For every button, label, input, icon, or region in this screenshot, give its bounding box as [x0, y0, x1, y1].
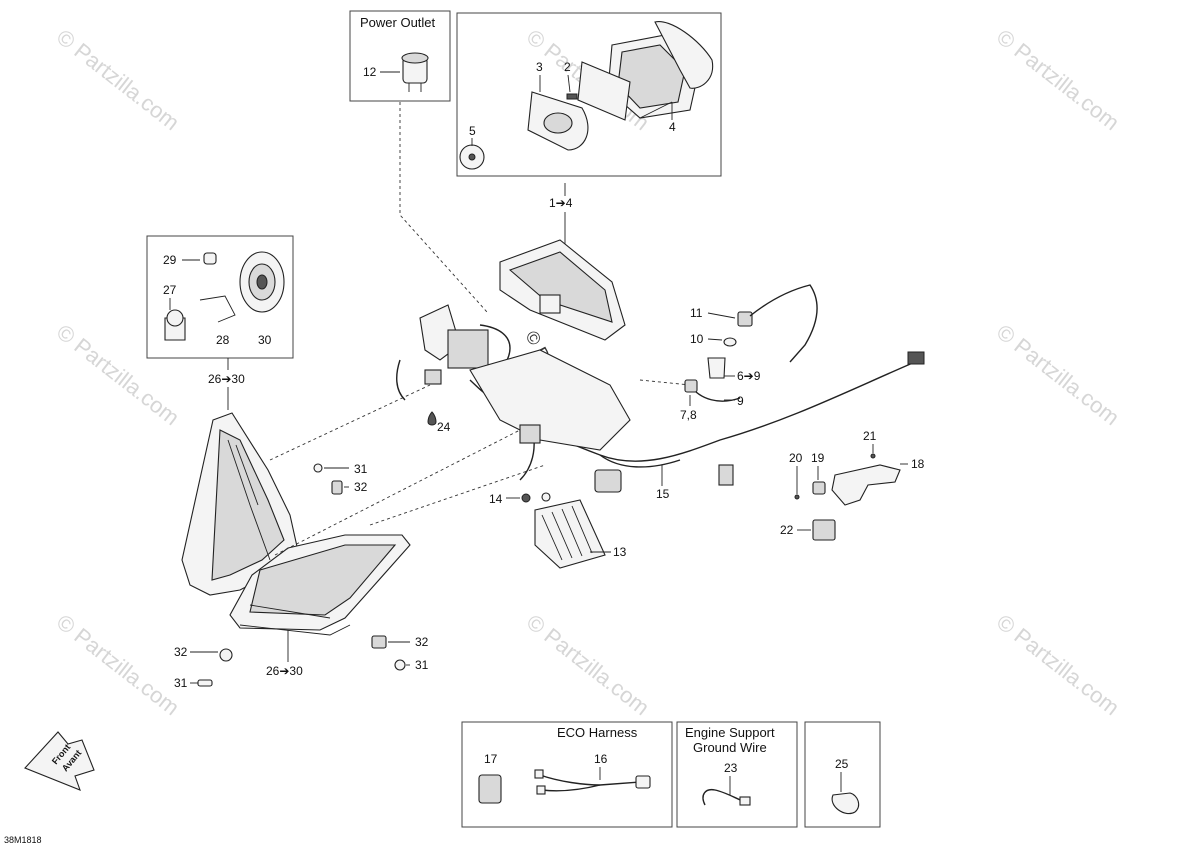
gauge-box: 3 2 5 4	[456, 12, 722, 177]
part-label: 7,8	[680, 408, 697, 422]
part-label: 22	[780, 523, 794, 537]
engine-support-title-1: Engine Support	[685, 725, 775, 740]
instrument-cluster	[499, 239, 626, 341]
dashed-leaders	[269, 102, 691, 556]
part-label: 5	[469, 124, 476, 138]
part-label: 15	[656, 487, 670, 501]
part-label: 3	[536, 60, 543, 74]
eco-harness-title: ECO Harness	[557, 725, 638, 740]
part-label: 18	[911, 457, 925, 471]
watermark: © Partzilla.com	[992, 24, 1124, 135]
part-label: 13	[613, 545, 627, 559]
part-label: 9	[737, 394, 744, 408]
part-label: 19	[811, 451, 825, 465]
part-25-box: 25	[804, 721, 881, 828]
part-label: 12	[363, 65, 377, 79]
power-outlet-title: Power Outlet	[360, 15, 436, 30]
part-label: 26➔30	[208, 372, 245, 386]
part-label: 21	[863, 429, 877, 443]
part-label: 6➔9	[737, 369, 761, 383]
power-outlet-box: Power Outlet 12	[349, 10, 451, 102]
engine-support-title-2: Ground Wire	[693, 740, 767, 755]
part-label: 10	[690, 332, 704, 346]
watermark: © Partzilla.com	[52, 609, 184, 720]
part-label: 4	[669, 120, 676, 134]
headlight-bulb-box: 29 27 28 30	[146, 235, 294, 359]
key-tether: 11 10 6➔9 7,8 9	[680, 284, 818, 422]
front-arrow-icon: Front Avant	[24, 731, 95, 791]
part-label: 31	[415, 658, 429, 672]
part-label: 1➔4	[549, 196, 573, 210]
part-label: 31	[354, 462, 368, 476]
part-label: 17	[484, 752, 498, 766]
watermark: © Partzilla.com	[52, 319, 184, 430]
bracket-group: 21 20 19 18 22	[780, 429, 925, 541]
part-label: 2	[564, 60, 571, 74]
headlight-right	[229, 534, 411, 636]
part-label: 32	[174, 645, 188, 659]
part-label: 24	[437, 420, 451, 434]
part-label: 28	[216, 333, 230, 347]
eco-harness-box: ECO Harness 17 16	[461, 721, 673, 828]
part-label: 32	[415, 635, 429, 649]
part-label: 11	[690, 306, 703, 320]
headlight-housing-left	[181, 412, 301, 596]
part-label: 29	[163, 253, 177, 267]
watermark: © Partzilla.com	[992, 319, 1124, 430]
diagram-code: 38M1818	[4, 835, 42, 845]
watermark: © Partzilla.com	[992, 609, 1124, 720]
part-label: 31	[174, 676, 188, 690]
part-label: 30	[258, 333, 272, 347]
fasteners: 31 32 32 31 32 31	[174, 462, 429, 690]
watermark: © Partzilla.com	[522, 609, 654, 720]
part-label: 20	[789, 451, 803, 465]
part-label: 14	[489, 492, 503, 506]
part-label: 25	[835, 757, 849, 771]
part-label: 32	[354, 480, 368, 494]
engine-support-box: Engine Support Ground Wire 23	[676, 721, 798, 828]
main-harness: 15	[396, 304, 925, 501]
part-label: 23	[724, 761, 738, 775]
part-label: 16	[594, 752, 608, 766]
regulator: 14 13	[489, 492, 627, 569]
part-label: 27	[163, 283, 177, 297]
part-label: 26➔30	[266, 664, 303, 678]
watermark: © Partzilla.com	[52, 24, 184, 135]
